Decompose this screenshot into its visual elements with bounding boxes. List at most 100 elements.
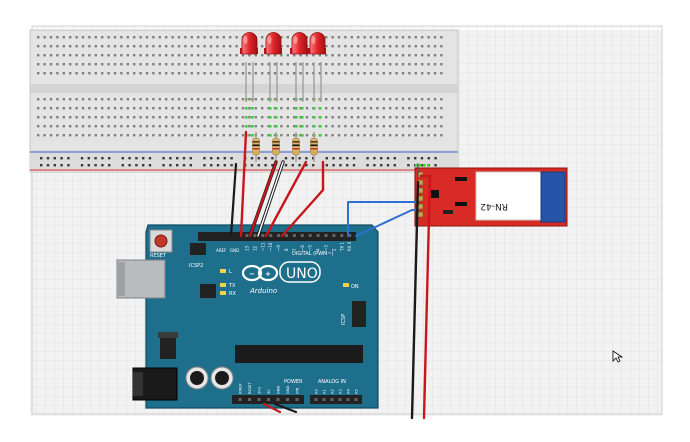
- connected-hole: [245, 125, 248, 128]
- breadboard-hole: [337, 116, 341, 119]
- led-highlight: [311, 36, 316, 44]
- breadboard-hole: [203, 125, 206, 128]
- breadboard-hole: [56, 36, 59, 39]
- breadboard-hole: [395, 54, 398, 57]
- rail-hole: [434, 157, 437, 160]
- breadboard-hole: [37, 63, 40, 66]
- breadboard-hole: [56, 107, 59, 110]
- breadboard-hole: [222, 134, 225, 137]
- breadboard-hole: [427, 45, 430, 48]
- reset-button-cap[interactable]: [154, 234, 168, 248]
- breadboard-hole: [261, 45, 264, 48]
- rail-hole: [108, 157, 111, 160]
- connected-hole: [313, 125, 316, 128]
- breadboard-hole: [37, 134, 40, 137]
- breadboard-hole: [113, 125, 117, 128]
- breadboard-hole: [43, 54, 46, 57]
- breadboard-hole: [369, 98, 373, 101]
- breadboard-hole: [414, 54, 417, 57]
- breadboard-hole: [350, 98, 353, 101]
- breadboard-hole: [94, 107, 97, 110]
- breadboard-hole: [133, 107, 136, 110]
- breadboard-hole: [158, 125, 161, 128]
- analog-pin-label: A5: [355, 389, 359, 394]
- header-pin: [322, 398, 326, 401]
- rail-hole: [284, 157, 288, 160]
- rail-hole: [162, 164, 165, 167]
- breadboard-hole: [248, 134, 251, 137]
- breadboard-hole: [203, 134, 206, 137]
- uno-badge: [279, 261, 321, 283]
- rail-hole: [203, 157, 206, 160]
- breadboard-hole: [229, 36, 232, 39]
- breadboard-hole: [350, 63, 353, 66]
- digital-header: [198, 232, 356, 241]
- breadboard-hole: [81, 125, 85, 128]
- breadboard-hole: [209, 107, 213, 110]
- digital-pin-label: 2: [331, 248, 336, 251]
- breadboard-hole: [421, 72, 424, 75]
- breadboard-hole: [235, 72, 238, 75]
- rail-hole: [332, 157, 335, 160]
- breadboard-hole: [389, 125, 392, 128]
- breadboard-hole: [389, 45, 392, 48]
- breadboard-hole: [101, 45, 104, 48]
- rail-hole: [257, 164, 260, 167]
- connected-hole: [245, 107, 248, 110]
- l-led-label: L: [229, 269, 232, 275]
- connected-hole: [275, 125, 278, 128]
- header-pin: [267, 398, 270, 401]
- connected-hole: [275, 116, 278, 119]
- breadboard-hole: [440, 98, 443, 101]
- rail-hole: [121, 164, 124, 167]
- breadboard-hole: [299, 98, 302, 101]
- breadboard-hole: [158, 107, 161, 110]
- breadboard-hole: [305, 107, 309, 110]
- breadboard-hole: [37, 98, 40, 101]
- breadboard-hole: [293, 72, 296, 75]
- connected-hole: [423, 164, 426, 167]
- breadboard-hole: [75, 116, 78, 119]
- breadboard-hole: [171, 45, 174, 48]
- rail-hole: [407, 157, 410, 160]
- breadboard-hole: [337, 36, 341, 39]
- breadboard-hole: [427, 98, 430, 101]
- breadboard-hole: [88, 36, 91, 39]
- header-pin: [324, 234, 328, 237]
- breadboard-hole: [184, 72, 187, 75]
- breadboard-hole: [165, 36, 168, 39]
- breadboard-hole: [49, 63, 53, 66]
- breadboard-hole: [62, 54, 65, 57]
- breadboard-hole: [190, 125, 193, 128]
- header-pin: [300, 234, 304, 237]
- breadboard-hole: [305, 54, 309, 57]
- breadboard-hole: [350, 134, 353, 137]
- digital-pin-label: ~5: [308, 245, 313, 251]
- rail-hole: [142, 157, 145, 160]
- breadboard-hole: [427, 134, 430, 137]
- breadboard-hole: [299, 72, 302, 75]
- breadboard-hole: [280, 98, 283, 101]
- breadboard-hole: [152, 54, 155, 57]
- breadboard-hole: [113, 72, 117, 75]
- led-highlight: [293, 36, 298, 44]
- breadboard-hole: [133, 72, 136, 75]
- breadboard-hole: [75, 125, 78, 128]
- breadboard-hole: [376, 107, 379, 110]
- breadboard-hole: [433, 45, 437, 48]
- breadboard-hole: [325, 54, 328, 57]
- led: [241, 32, 258, 55]
- resistor-band: [310, 141, 318, 143]
- breadboard-hole: [165, 107, 168, 110]
- rail-hole: [46, 157, 50, 160]
- breadboard-hole: [357, 72, 360, 75]
- breadboard-hole: [81, 134, 85, 137]
- breadboard-hole: [350, 54, 353, 57]
- breadboard-hole: [203, 63, 206, 66]
- breadboard-hole: [101, 36, 104, 39]
- breadboard-hole: [113, 45, 117, 48]
- breadboard-hole: [401, 36, 405, 39]
- breadboard-hole: [120, 125, 123, 128]
- breadboard-hole: [190, 45, 193, 48]
- breadboard-hole: [286, 45, 289, 48]
